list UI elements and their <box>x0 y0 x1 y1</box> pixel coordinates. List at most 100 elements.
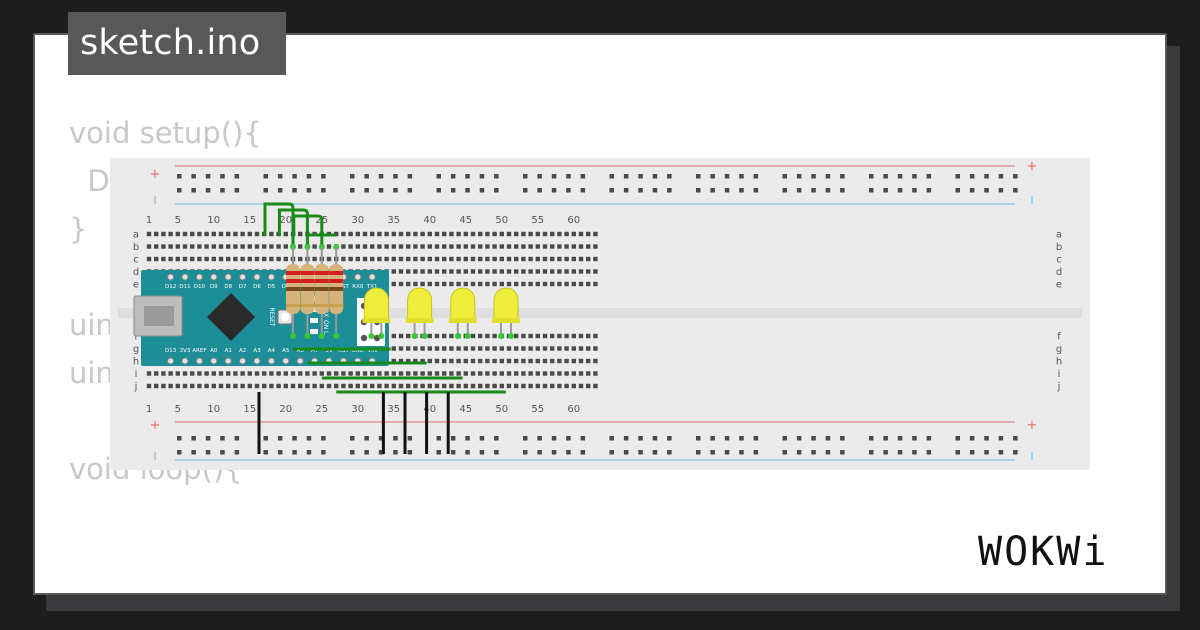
header-pin <box>253 273 261 281</box>
hole <box>226 231 231 237</box>
hole <box>420 358 425 364</box>
hole <box>146 371 152 376</box>
led-rim <box>362 318 391 323</box>
hole <box>485 358 490 364</box>
hole <box>283 231 288 237</box>
hole <box>586 383 591 389</box>
hole <box>161 244 166 249</box>
rail-hole <box>825 188 831 193</box>
pin-label: RST <box>338 348 349 354</box>
hole <box>434 358 440 364</box>
hole <box>578 383 584 389</box>
header-pin <box>354 273 362 281</box>
row-label: e <box>133 280 139 291</box>
hole <box>514 371 519 376</box>
hole <box>420 383 425 389</box>
rail-hole <box>869 436 874 441</box>
hole <box>542 244 548 249</box>
hole <box>348 231 353 237</box>
rail-holes <box>177 174 1018 455</box>
hole <box>391 346 396 351</box>
breadboard-diagram[interactable]: ++++115510101515202025253030353540404545… <box>110 158 1090 470</box>
header-pin <box>253 357 261 365</box>
pin-label: RX0 <box>352 284 364 290</box>
pin-label: D6 <box>253 284 261 290</box>
hole <box>470 333 476 339</box>
header-pin <box>239 273 247 281</box>
rail-hole <box>753 450 759 455</box>
rail-hole <box>177 436 182 441</box>
hole <box>420 281 425 287</box>
resistor-lead-end <box>333 333 340 339</box>
rail-plus-label: + <box>1027 418 1038 433</box>
hole <box>240 256 245 262</box>
hole <box>463 256 468 262</box>
hole <box>161 256 166 262</box>
resistor-band <box>329 304 344 307</box>
hole <box>442 281 447 287</box>
hole <box>233 231 238 237</box>
hole <box>442 346 447 351</box>
hole <box>362 371 368 376</box>
resistor-lead-end <box>304 333 311 339</box>
signal-wire <box>263 202 295 246</box>
rail-hole <box>710 174 715 179</box>
hole <box>226 383 231 389</box>
pin-label: GND <box>351 348 364 354</box>
hole <box>485 244 490 249</box>
column-label: 10 <box>207 404 220 415</box>
hole <box>571 244 576 249</box>
hole <box>485 333 490 339</box>
rail-hole <box>724 174 730 179</box>
hole <box>154 244 159 249</box>
hole <box>391 269 396 274</box>
rail-hole <box>710 450 715 455</box>
led-lead-end <box>421 333 428 339</box>
hole <box>406 333 411 339</box>
rail-hole <box>825 436 831 441</box>
hole <box>492 269 497 274</box>
hole <box>262 383 267 389</box>
rail-hole <box>350 174 355 179</box>
rail-hole <box>724 188 730 193</box>
rail-hole <box>551 188 557 193</box>
rail-hole <box>234 174 240 179</box>
hole <box>506 244 512 249</box>
hole <box>442 383 447 389</box>
hole <box>506 281 512 287</box>
hole <box>586 231 591 237</box>
hole <box>406 358 411 364</box>
hole <box>542 358 548 364</box>
header-pin <box>267 357 275 365</box>
hole <box>269 231 274 237</box>
hole <box>204 256 209 262</box>
row-label: d <box>133 267 139 278</box>
file-tab[interactable]: sketch.ino <box>68 12 286 75</box>
hole <box>247 371 252 376</box>
hole <box>535 256 540 262</box>
rail-hole <box>537 436 542 441</box>
hole <box>506 231 512 237</box>
rail-hole <box>263 174 268 179</box>
hole <box>456 269 461 274</box>
hole <box>478 383 483 389</box>
rail-hole <box>234 188 240 193</box>
hole <box>499 358 504 364</box>
hole <box>427 256 432 262</box>
hole <box>406 383 411 389</box>
hole <box>434 244 440 249</box>
hole <box>168 256 173 262</box>
hole <box>478 333 483 339</box>
hole <box>514 346 519 351</box>
hole <box>463 346 468 351</box>
rail-hole <box>969 450 975 455</box>
row-label: a <box>133 230 139 241</box>
rail-hole <box>984 436 989 441</box>
hole <box>175 383 180 389</box>
rail-hole <box>494 436 499 441</box>
column-label: 45 <box>459 404 472 415</box>
led-body <box>407 287 433 321</box>
header-pin <box>296 357 304 365</box>
pin-label: RST <box>338 284 349 290</box>
resistor-band <box>300 271 315 275</box>
